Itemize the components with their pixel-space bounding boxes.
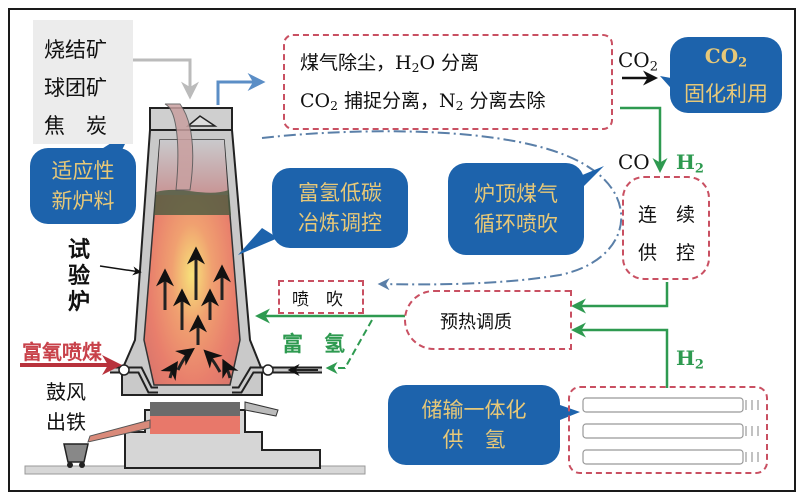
bubble-hydrogen-rich-line1: 富氢低碳: [298, 181, 382, 205]
bubble-new-burden: 适应性 新炉料: [30, 148, 136, 224]
hearth-band: [150, 402, 240, 416]
preheat-label: 预热调质: [440, 312, 512, 333]
supply-to-preheat-arrow: [571, 282, 669, 314]
continuous-supply-line1: 连 续: [638, 204, 696, 226]
feed-material-coke: 焦 炭: [44, 114, 107, 138]
oxygen-coal-label: 富氧喷煤: [22, 340, 102, 364]
top-gas-recycle-loop: [261, 130, 623, 291]
bubble-top-gas-recycle: 炉顶煤气 循环喷吹: [448, 163, 584, 255]
gas-treatment-line2: CO2 捕捉分离，N2 分离去除: [300, 90, 546, 114]
bubble-tail-recycle: [580, 166, 604, 190]
furnace-label-1: 试: [68, 238, 91, 263]
hydrogen-storage-tanks: [582, 397, 759, 465]
top-gas-arrow: [216, 73, 266, 105]
furnace-pointer: [99, 265, 142, 276]
injection-box: [278, 280, 364, 314]
gas-treatment-box: [283, 34, 613, 130]
charging-bell: [185, 115, 218, 127]
furnace-label-3: 炉: [68, 290, 91, 315]
blast-label: 鼓风: [46, 380, 86, 404]
preheat-box: [404, 290, 572, 350]
coke-layer: [154, 189, 231, 215]
feed-material-pellet: 球团矿: [44, 76, 107, 100]
feed-materials-box: [33, 20, 133, 144]
feed-arrow: [132, 58, 199, 100]
bubble-storage-line1: 储输一体化: [421, 398, 527, 422]
gas-treatment-line1: 煤气除尘，H2O 分离: [300, 52, 480, 76]
h2-top-label: H2: [676, 150, 704, 177]
bubble-storage-line2: 供 氢: [442, 428, 506, 452]
burden-stream: [164, 103, 194, 191]
continuous-supply-box: [622, 176, 710, 280]
co-h2-flow-arrow: [620, 106, 668, 173]
bubble-storage: 储输一体化 供 氢: [388, 385, 560, 465]
tapping-runner: [87, 419, 151, 443]
bubble-new-burden-line1: 适应性: [51, 159, 115, 183]
bubble-top-gas-recycle-line2: 循环喷吹: [474, 212, 558, 236]
bubble-tail-hydrogen-rich: [238, 228, 278, 255]
h2-storage-arrow: [571, 322, 669, 388]
bubble-co2-label: 固化利用: [684, 81, 768, 106]
tapping-label: 出铁: [46, 410, 86, 434]
bubble-hydrogen-rich-line2: 冶炼调控: [298, 211, 382, 235]
ladle-cart: [63, 443, 89, 463]
co2-arrow-label: CO2: [618, 48, 658, 75]
storage-box: [568, 386, 768, 474]
injection-label: 喷 吹: [292, 290, 343, 310]
hydrogen-tuyere-dashed: [325, 319, 373, 374]
slag-runner: [244, 401, 279, 417]
bubble-co2-use: CO2 固化利用: [670, 37, 782, 113]
h2-bottom-label: H2: [676, 346, 704, 373]
bubble-top-gas-recycle-line1: 炉顶煤气: [474, 182, 558, 206]
hydrogen-rich-label: 富 氢: [282, 332, 345, 356]
bubble-co2-formula: CO2: [704, 44, 748, 71]
bubble-hydrogen-rich: 富氢低碳 冶炼调控: [272, 168, 408, 248]
bubble-new-burden-line2: 新炉料: [51, 189, 115, 213]
gas-flow-arrows: [156, 246, 239, 381]
hearth-iron: [150, 416, 240, 434]
bubble-tail-storage: [560, 405, 580, 420]
co-label: CO: [618, 150, 650, 174]
furnace-label-2: 验: [68, 264, 91, 289]
continuous-supply-line2: 供 控: [638, 242, 696, 264]
feed-material-sinter: 烧结矿: [44, 38, 107, 62]
